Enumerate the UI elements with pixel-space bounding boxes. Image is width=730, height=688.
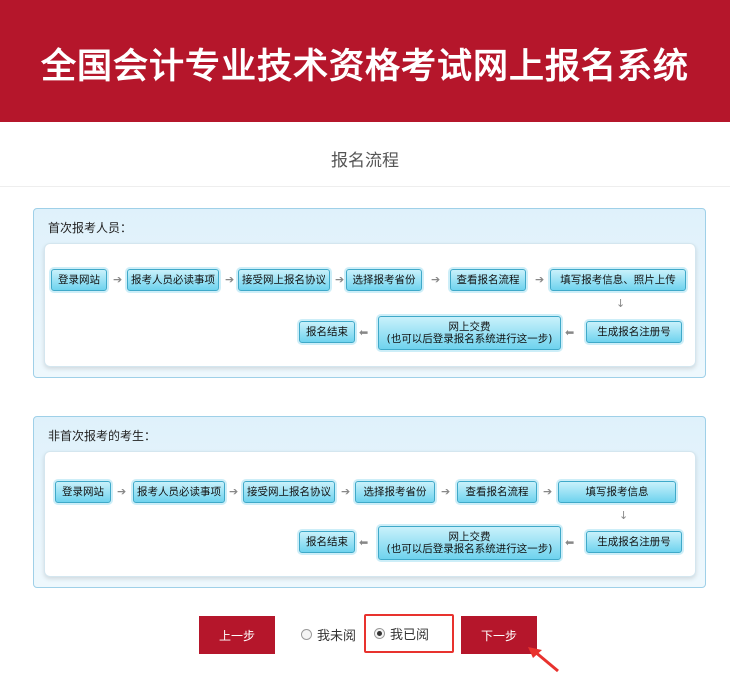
highlight-box bbox=[364, 614, 454, 653]
site-header: 全国会计专业技术资格考试网上报名系统 bbox=[0, 0, 730, 122]
payment-note: (也可以后登录报名系统进行这一步) bbox=[386, 543, 553, 555]
payment-label: 网上交费 bbox=[448, 321, 491, 333]
step-generate-number: 生成报名注册号 bbox=[586, 321, 682, 343]
step-fill-info: 填写报考信息 bbox=[558, 481, 676, 503]
page-title: 报名流程 bbox=[331, 151, 399, 171]
arrow-right-icon: ➔ bbox=[113, 273, 123, 286]
step-fill-info: 填写报考信息、照片上传 bbox=[550, 269, 686, 291]
flow-box: 登录网站 ➔ 报考人员必读事项 ➔ 接受网上报名协议 ➔ 选择报考省份 ➔ 查看… bbox=[44, 451, 696, 577]
arrow-right-icon: ➔ bbox=[341, 485, 351, 498]
payment-label: 网上交费 bbox=[448, 531, 491, 543]
arrow-right-icon: ➔ bbox=[225, 273, 235, 286]
arrow-left-icon: ⬅ bbox=[359, 536, 369, 549]
radio-unchecked-icon[interactable] bbox=[301, 629, 312, 640]
step-select-province: 选择报考省份 bbox=[346, 269, 422, 291]
unread-label: 我未阅 bbox=[317, 629, 357, 644]
arrow-right-icon: ➔ bbox=[441, 485, 451, 498]
unread-radio[interactable]: 我未阅 bbox=[301, 625, 356, 644]
flow-box: 登录网站 ➔ 报考人员必读事项 ➔ 接受网上报名协议 ➔ 选择报考省份 ➔ 查看… bbox=[44, 243, 696, 367]
pointer-arrow-icon bbox=[528, 647, 559, 673]
divider bbox=[0, 186, 730, 187]
arrow-left-icon: ⬅ bbox=[359, 326, 369, 339]
step-online-payment: 网上交费 (也可以后登录报名系统进行这一步) bbox=[378, 316, 561, 350]
arrow-right-icon: ➔ bbox=[431, 273, 441, 286]
arrow-right-icon: ➔ bbox=[335, 273, 345, 286]
arrow-down-icon: ↓ bbox=[619, 509, 629, 522]
prev-step-button[interactable]: 上一步 bbox=[199, 616, 275, 654]
step-accept-agreement: 接受网上报名协议 bbox=[238, 269, 330, 291]
payment-note: (也可以后登录报名系统进行这一步) bbox=[386, 333, 553, 345]
arrow-right-icon: ➔ bbox=[117, 485, 127, 498]
read-radio[interactable]: 我已阅 bbox=[374, 624, 429, 643]
step-view-process: 查看报名流程 bbox=[457, 481, 537, 503]
step-finish: 报名结束 bbox=[299, 321, 355, 343]
step-generate-number: 生成报名注册号 bbox=[586, 531, 682, 553]
step-read-notice: 报考人员必读事项 bbox=[127, 269, 219, 291]
panel-title: 首次报考人员： bbox=[48, 221, 133, 235]
returning-panel: 非首次报考的考生： 登录网站 ➔ 报考人员必读事项 ➔ 接受网上报名协议 ➔ 选… bbox=[33, 416, 706, 588]
step-login: 登录网站 bbox=[55, 481, 111, 503]
step-select-province: 选择报考省份 bbox=[355, 481, 435, 503]
arrow-down-icon: ↓ bbox=[616, 297, 626, 310]
arrow-right-icon: ➔ bbox=[229, 485, 239, 498]
first-time-panel: 首次报考人员： 登录网站 ➔ 报考人员必读事项 ➔ 接受网上报名协议 ➔ 选择报… bbox=[33, 208, 706, 378]
site-title: 全国会计专业技术资格考试网上报名系统 bbox=[40, 47, 689, 87]
arrow-right-icon: ➔ bbox=[543, 485, 553, 498]
step-online-payment: 网上交费 (也可以后登录报名系统进行这一步) bbox=[378, 526, 561, 560]
radio-checked-icon[interactable] bbox=[374, 628, 385, 639]
step-view-process: 查看报名流程 bbox=[450, 269, 526, 291]
arrow-right-icon: ➔ bbox=[535, 273, 545, 286]
step-accept-agreement: 接受网上报名协议 bbox=[243, 481, 335, 503]
step-finish: 报名结束 bbox=[299, 531, 355, 553]
read-label: 我已阅 bbox=[390, 628, 430, 643]
step-read-notice: 报考人员必读事项 bbox=[133, 481, 225, 503]
panel-title: 非首次报考的考生： bbox=[48, 429, 157, 443]
arrow-left-icon: ⬅ bbox=[565, 326, 575, 339]
arrow-left-icon: ⬅ bbox=[565, 536, 575, 549]
next-step-button[interactable]: 下一步 bbox=[461, 616, 537, 654]
step-login: 登录网站 bbox=[51, 269, 107, 291]
